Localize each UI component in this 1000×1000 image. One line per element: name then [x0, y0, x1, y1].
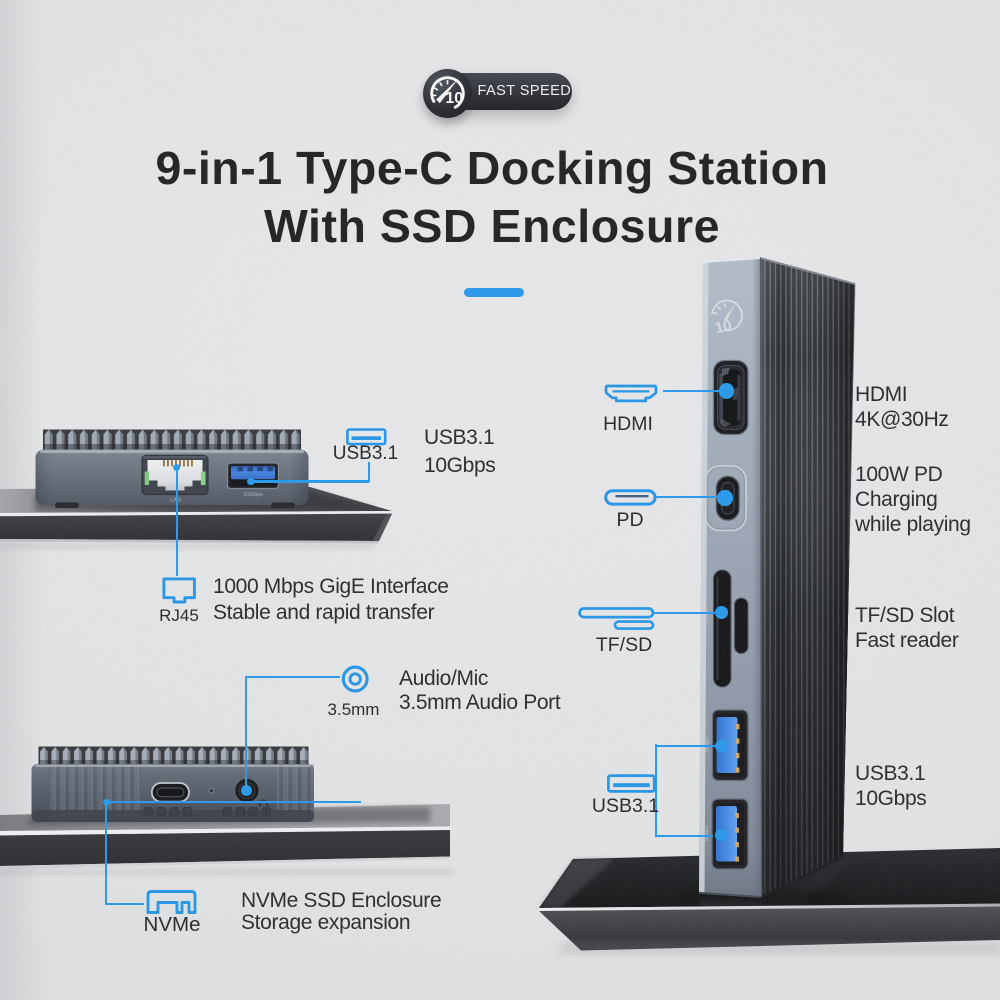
svg-text:PD: PD: [746, 494, 752, 501]
svg-text:10Gbps: 10Gbps: [704, 825, 709, 842]
svg-text:10: 10: [445, 89, 463, 106]
svg-text:10Gbps: 10Gbps: [243, 492, 263, 498]
svg-text:SD | TF: SD | TF: [704, 607, 709, 623]
svg-text:HD: HD: [705, 393, 711, 401]
svg-text:10: 10: [713, 317, 733, 337]
